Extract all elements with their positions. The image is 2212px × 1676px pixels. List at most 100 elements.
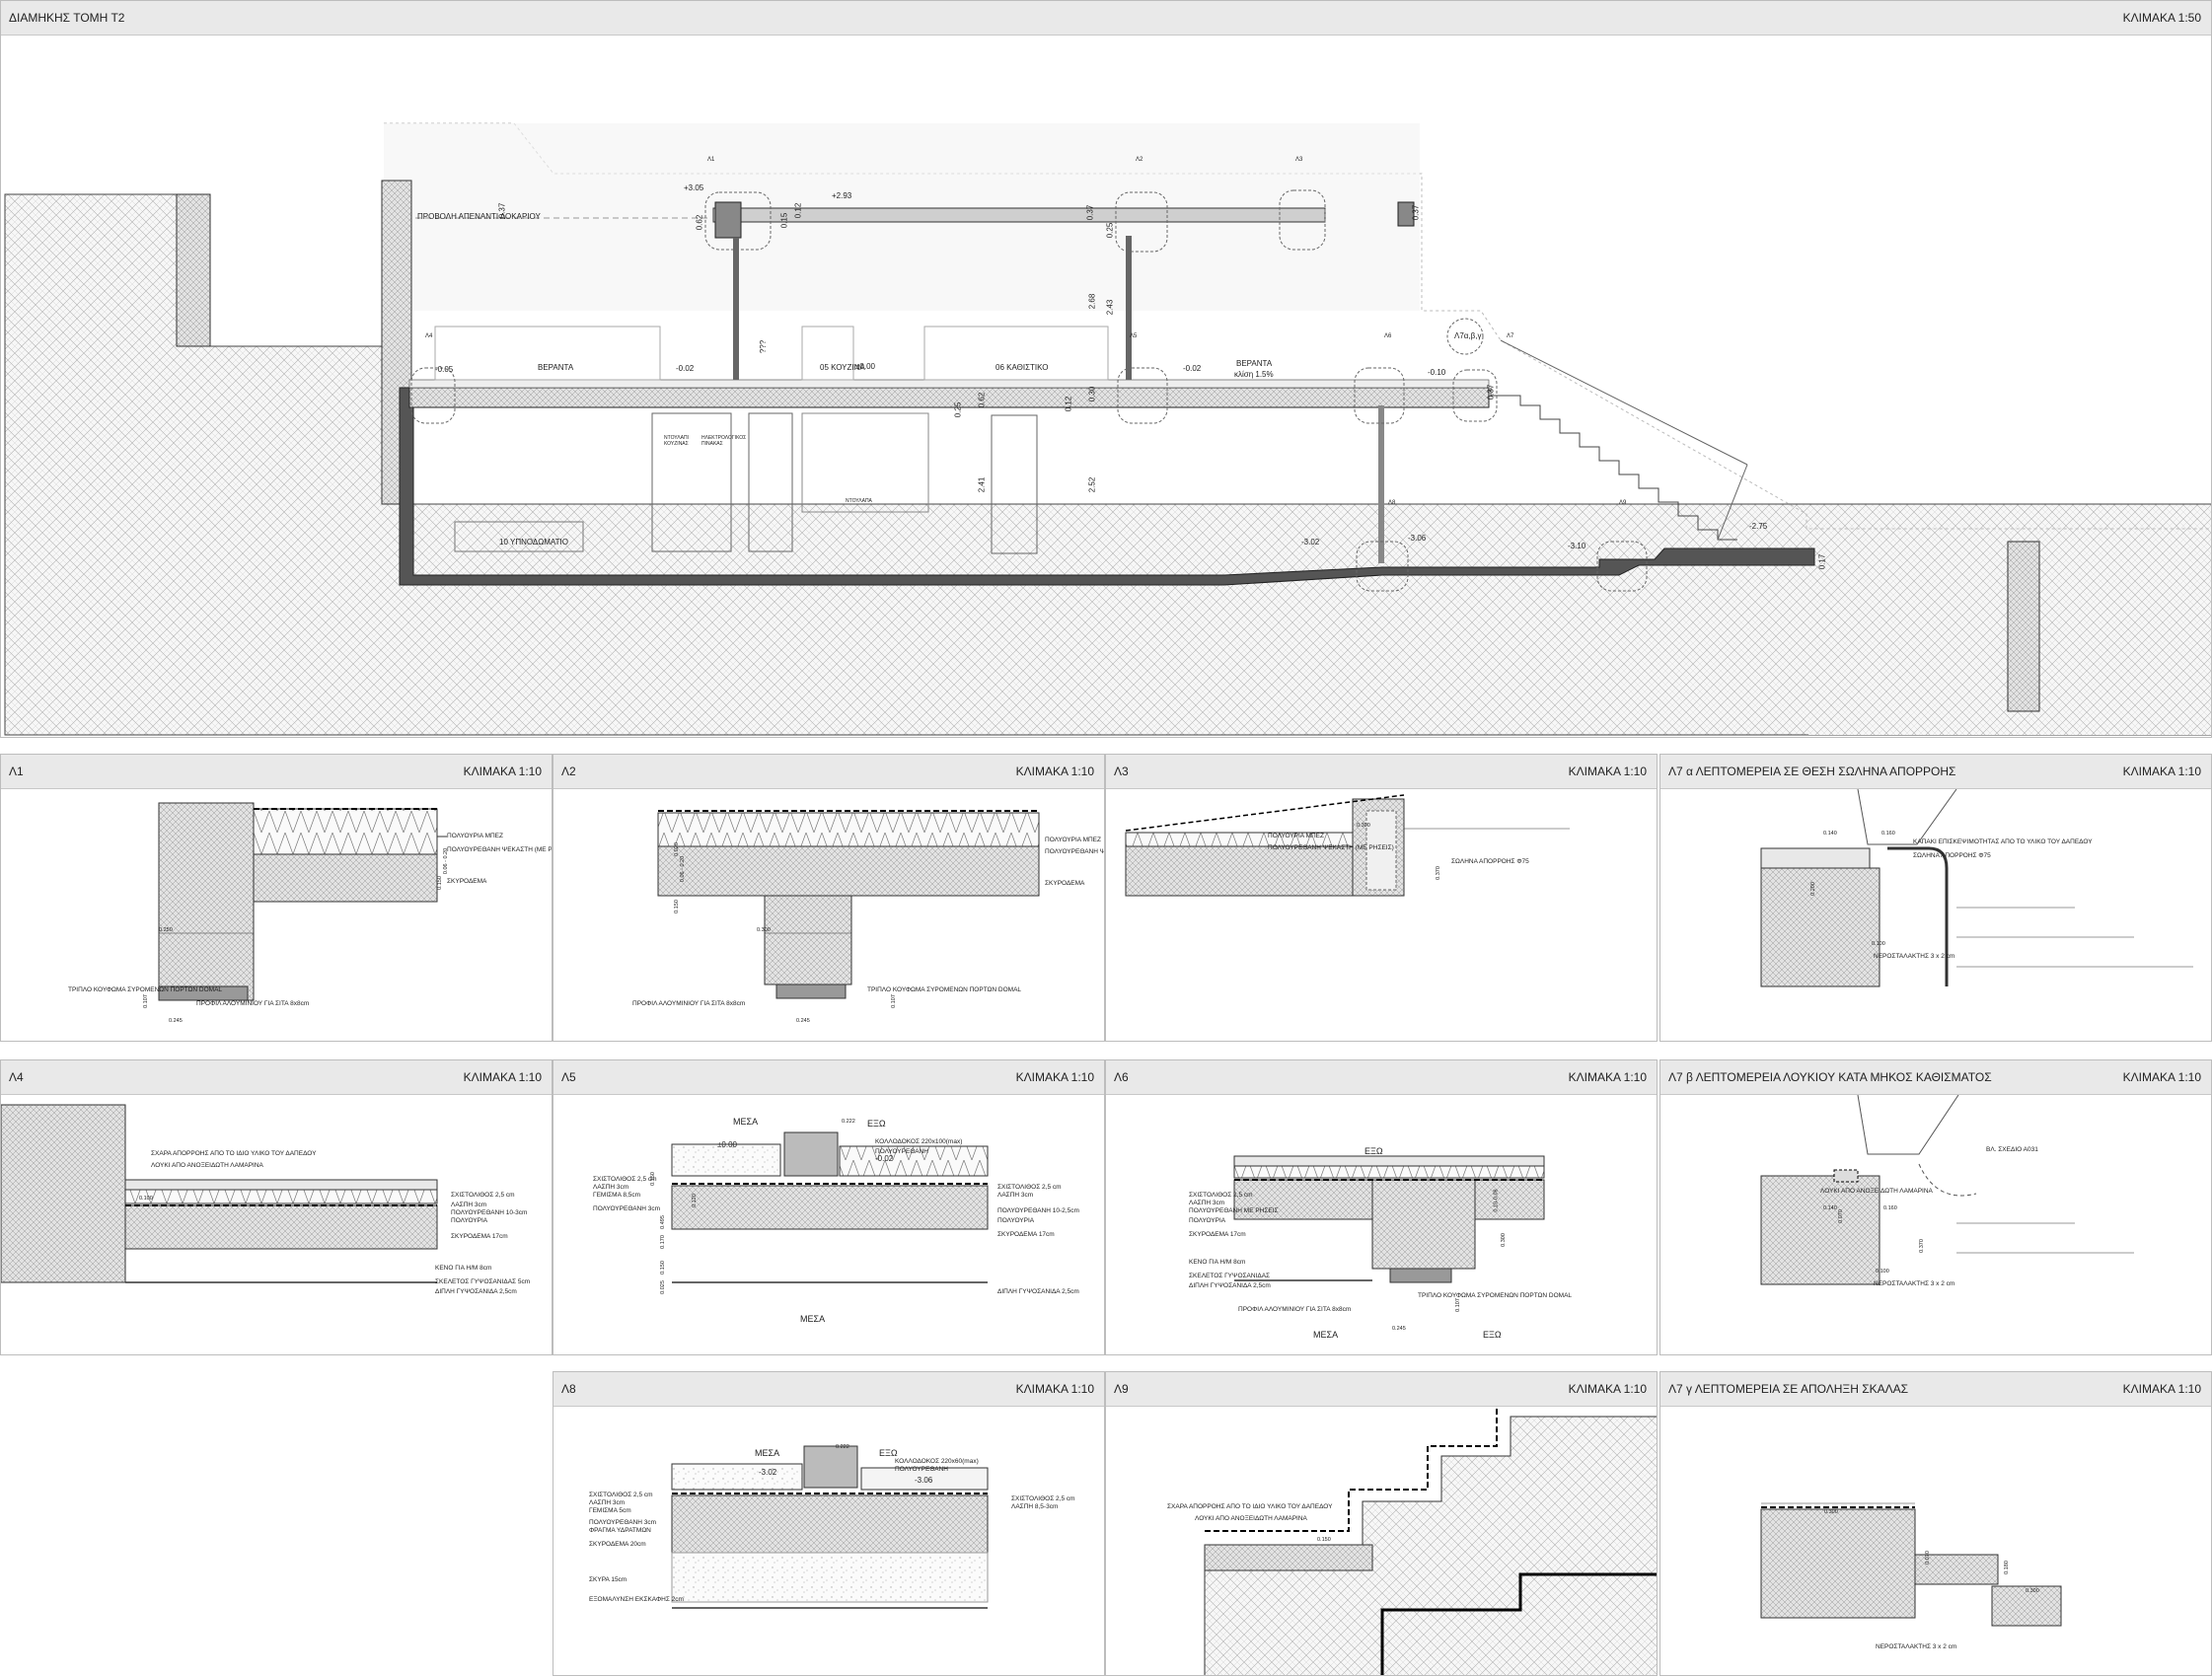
detail-dimension: 0.160 <box>1881 831 1895 837</box>
callout-L2 <box>1115 191 1168 253</box>
wall-left <box>1 1104 126 1283</box>
detail-dimension: 0.150 <box>649 1172 656 1186</box>
detail-dimension: 0.100 <box>139 1196 153 1202</box>
callout-L4 <box>410 367 456 424</box>
detail-label: ΝΕΡΟΣΤΑΛΑΚΤΗΣ 3 x 2 cm <box>1876 1643 1957 1650</box>
detail-dimension: 0.370 <box>1918 1239 1925 1253</box>
detail-dimension: 0.150 <box>436 876 443 890</box>
detail-label: ΣΚΥΡΟΔΕΜΑ 20cm <box>589 1541 646 1548</box>
level-002b: -0.02 <box>1183 364 1202 373</box>
detail-label: ΜΕΣΑ <box>1313 1330 1339 1340</box>
detail-panel-l7c: Λ7 γ ΛΕΠΤΟΜΕΡΕΙΑ ΣΕ ΑΠΟΛΗΞΗ ΣΚΑΛΑΣ ΚΛΙΜΑ… <box>1659 1371 2212 1676</box>
level-310: -3.10 <box>1568 542 1586 550</box>
slope-label: κλίση 1.5% <box>1234 370 1274 379</box>
soil-right <box>1808 546 2211 735</box>
detail-title: Λ8 <box>561 1382 576 1396</box>
detail-label: ΛΑΣΠΗ 3cm <box>1189 1200 1225 1206</box>
detail-drawing <box>671 1131 989 1283</box>
dim-017: 0.17 <box>1817 553 1827 570</box>
detail-label: ΣΧΙΣΤΟΛΙΘΟΣ 2,5 cm <box>1189 1192 1253 1199</box>
insulation-layer <box>1125 832 1354 847</box>
level-303: +3.05 <box>684 183 704 192</box>
main-section-scale: ΚΛΙΜΑΚΑ 1:50 <box>2122 11 2201 25</box>
stair-rail <box>1500 339 1748 466</box>
detail-label: ΣΧΙΣΤΟΛΙΘΟΣ 2,5 cm <box>1011 1495 1075 1502</box>
detail-dimension: 0.200 <box>1809 882 1816 896</box>
detail-label: ΠΟΛΥΟΥΡΙΑ ΜΠΕΖ <box>1045 837 1101 843</box>
detail-label: ΣΩΛΗΝΑ ΑΠΟΡΡΟΗΣ Φ75 <box>1913 852 1991 859</box>
detail-label: ΛΑΣΠΗ 8,5-3cm <box>1011 1503 1059 1510</box>
insulation-layer <box>657 812 1040 847</box>
detail-label: ΠΟΛΥΟΥΡΕΘΑΝΗ ΜΕ ΡΗΣΕΙΣ <box>1189 1207 1279 1214</box>
detail-label: ΛΟΥΚΙ ΑΠΟ ΑΝΟΞΕΙΔΩΤΗ ΛΑΜΑΡΙΝΑ <box>1195 1515 1307 1522</box>
detail-label: ΛΟΥΚΙ ΑΠΟ ΑΝΟΞΕΙΔΩΤΗ ΛΑΜΑΡΙΝΑ <box>1820 1188 1933 1195</box>
dim-030: 0.30 <box>1087 386 1097 402</box>
insulation-layer <box>124 1189 438 1204</box>
concrete-step-1 <box>1914 1554 1999 1585</box>
stair-finish <box>1205 1407 1498 1532</box>
detail-dimension: 0.245 <box>169 1018 183 1024</box>
detail-drawing <box>1760 1502 2062 1627</box>
stair-note: Λ7α,β,γ <box>1454 331 1482 340</box>
detail-dimension: 0.300 <box>1824 1509 1838 1515</box>
interior-door-1 <box>748 412 793 552</box>
detail-dimension: 0.370 <box>1435 866 1441 880</box>
detail-label: ΕΞΩ <box>879 1448 898 1458</box>
detail-label: ΣΧΑΡΑ ΑΠΟΡΡΟΗΣ ΑΠΟ ΤΟ ΙΔΙΟ ΥΛΙΚΟ ΤΟΥ ΔΑΠ… <box>151 1150 317 1157</box>
door-frame <box>158 985 249 1001</box>
column-1 <box>733 238 739 380</box>
detail-header: Λ9 ΚΛΙΜΑΚΑ 1:10 <box>1106 1372 1657 1407</box>
detail-label: ΠΟΛΥΟΥΡΙΑ ΜΠΕΖ <box>447 833 503 839</box>
detail-drawing <box>1233 1155 1545 1283</box>
basement-slab <box>399 387 1815 586</box>
detail-header: Λ3 ΚΛΙΜΑΚΑ 1:10 <box>1106 755 1657 789</box>
dim-015: 0.15 <box>779 212 789 229</box>
interior-furniture-upper-2 <box>801 326 854 381</box>
main-text-layer: ΒΕΡΑΝΤΑ 05 ΚΟΥΖΙΝΑ 06 ΚΑΘΙΣΤΙΚΟ ΒΕΡΑΝΤΑ … <box>1 1 2211 737</box>
detail-label: ΠΡΟΦΙΛ ΑΛΟΥΜΙΝΙΟΥ ΓΙΑ ΣΙΤΑ 8x8cm <box>1238 1306 1352 1313</box>
detail-label: ΔΙΠΛΗ ΓΥΨΟΣΑΝΙΔΑ 2,5cm <box>1189 1282 1271 1289</box>
detail-label: ΦΡΑΓΜΑ ΥΔΡΑΤΜΩΝ <box>589 1527 651 1534</box>
retaining-wall-right <box>2007 541 2040 712</box>
detail-label: ΕΞΟΜΑΛΥΝΣΗ ΕΚΣΚΑΦΗΣ 2cm <box>589 1596 684 1603</box>
detail-title: Λ1 <box>9 765 24 778</box>
detail-panel-l7a: Λ7 α ΛΕΠΤΟΜΕΡΕΙΑ ΣΕ ΘΕΣΗ ΣΩΛΗΝΑ ΑΠΟΡΡΟΗΣ… <box>1659 754 2212 1042</box>
door-frame <box>1389 1268 1452 1283</box>
level-000: ±0.00 <box>855 362 875 371</box>
insulation-layer <box>1233 1165 1545 1179</box>
concrete-slab <box>671 1494 989 1554</box>
detail-dimension: 0.495 <box>659 1215 666 1229</box>
stair-profile <box>1490 388 1737 541</box>
detail-title: Λ9 <box>1114 1382 1129 1396</box>
interior-door-2 <box>991 414 1038 554</box>
callout-L5 <box>1117 367 1168 424</box>
detail-dimension: 0.180 <box>2003 1561 2010 1574</box>
insulation-layer <box>253 808 438 855</box>
detail-header: Λ6 ΚΛΙΜΑΚΑ 1:10 <box>1106 1060 1657 1095</box>
roof-beam-left <box>714 201 742 239</box>
detail-header: Λ8 ΚΛΙΜΑΚΑ 1:10 <box>553 1372 1104 1407</box>
detail-title: Λ4 <box>9 1070 24 1084</box>
detail-label: ΛΑΣΠΗ 3cm <box>451 1202 487 1208</box>
detail-label: ΣΧΑΡΑ ΑΠΟΡΡΟΗΣ ΑΠΟ ΤΟ ΙΔΙΟ ΥΛΙΚΟ ΤΟΥ ΔΑΠ… <box>1167 1503 1333 1510</box>
dim-062b: 0.62 <box>977 392 987 408</box>
detail-label: ΠΟΛΥΟΥΡΕΘΑΝΗ ΨΕΚΑΣΤΗ (ΜΕ ΡΗΣΕΙΣ) <box>1268 844 1394 851</box>
retaining-wall-left <box>176 193 211 347</box>
detail-dimension: 0.120 <box>691 1194 698 1207</box>
detail-label: ΠΟΛΥΟΥΡΙΑ <box>1189 1217 1226 1224</box>
level-002a: -0.02 <box>676 364 695 373</box>
detail-label: ΣΧΙΣΤΟΛΙΘΟΣ 2,5 cm <box>593 1176 657 1183</box>
detail-label: ΒΛ. ΣΧΕΔΙΟ Α031 <box>1986 1146 2038 1153</box>
detail-label: ΣΚΕΛΕΤΟΣ ΓΥΨΟΣΑΝΙΔΑΣ 5cm <box>435 1278 531 1285</box>
seat-funnel <box>1857 1095 1959 1155</box>
detail-label: ΣΚΥΡΟΔΕΜΑ <box>447 878 487 885</box>
detail-label: ΚΟΛΛΟΔΟΚΟΣ 220x100(max) <box>875 1138 963 1145</box>
level-010: -0.10 <box>1428 368 1446 377</box>
dim-037d: 0.37 <box>1486 384 1496 401</box>
detail-callouts <box>410 189 1648 592</box>
